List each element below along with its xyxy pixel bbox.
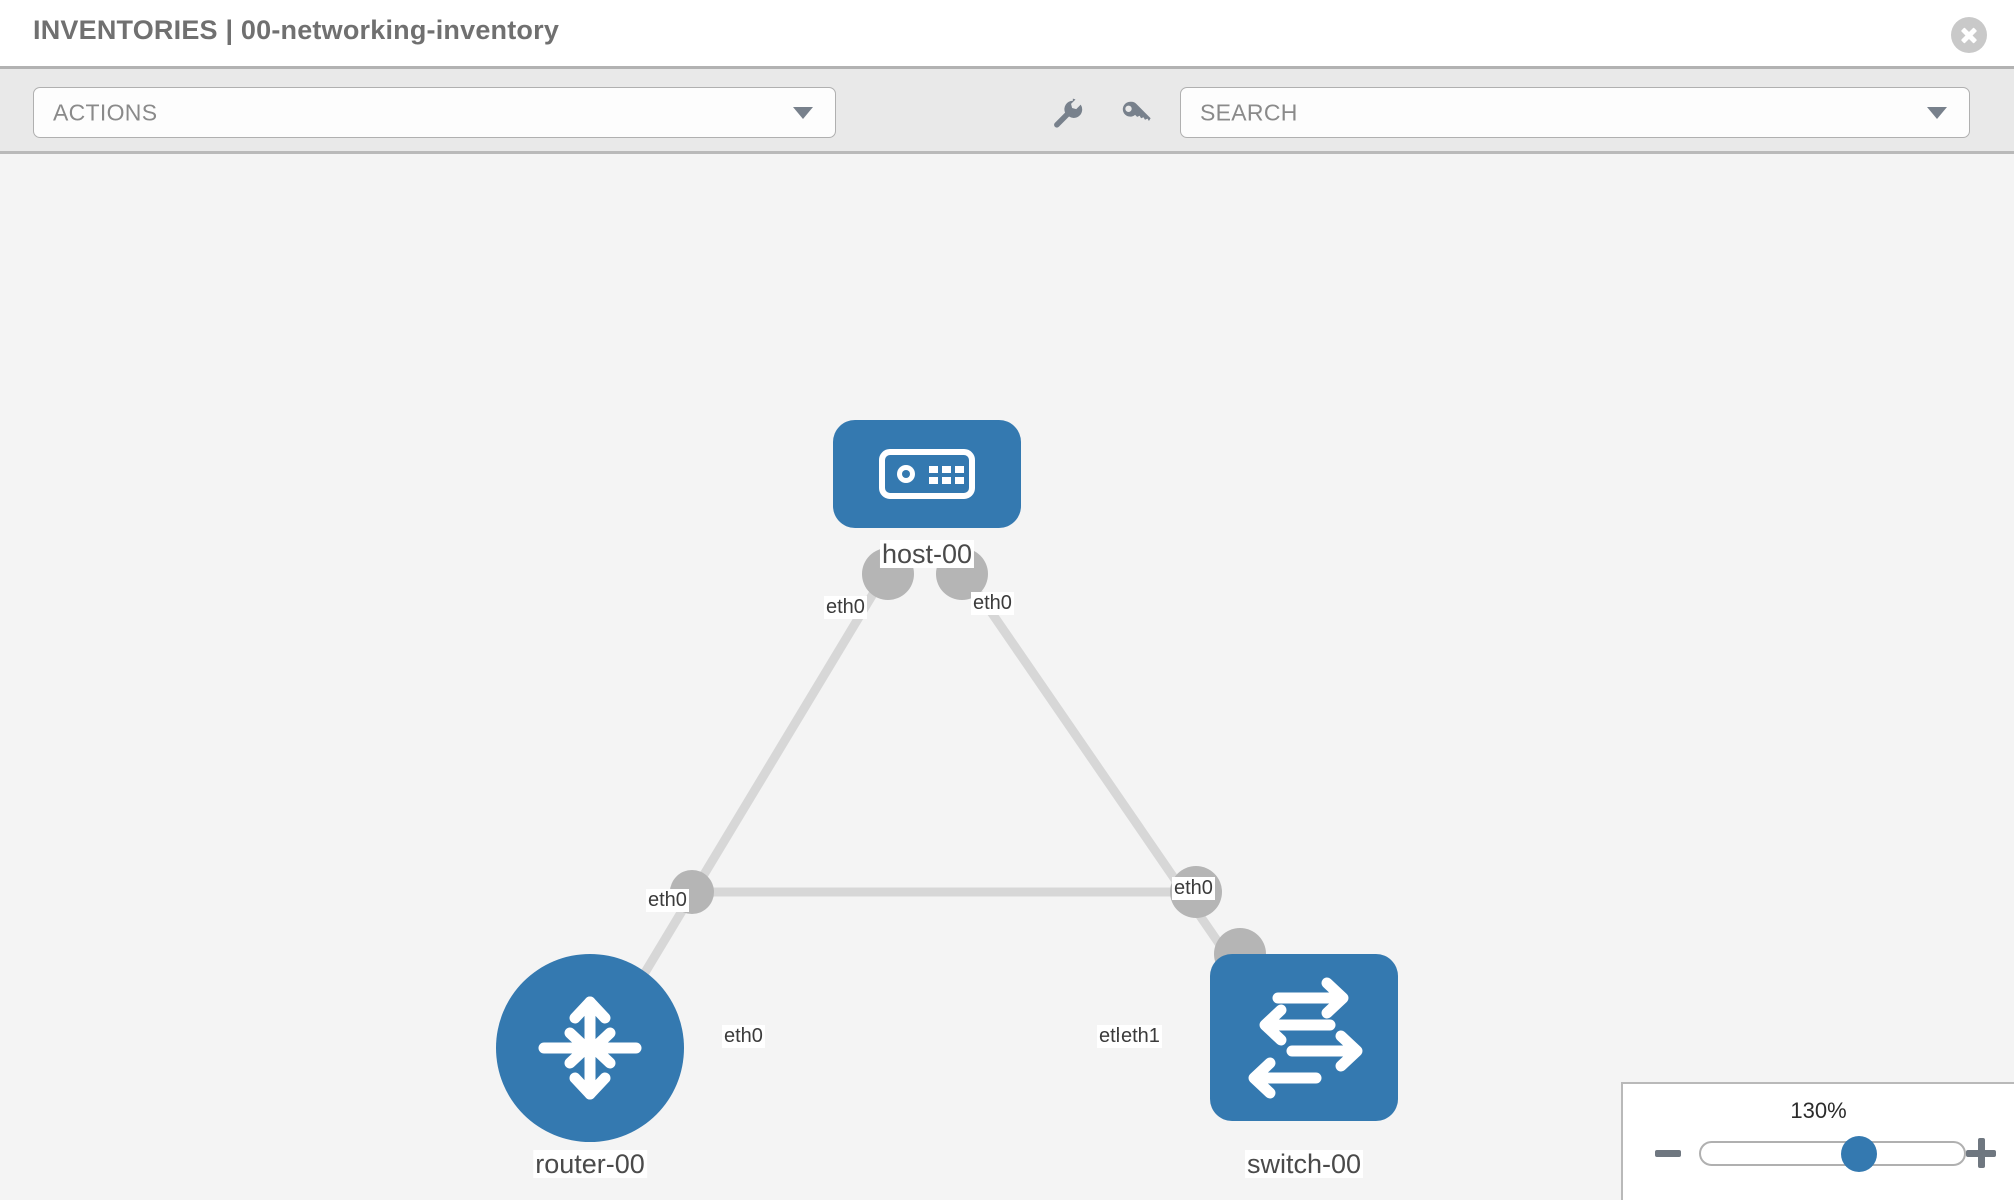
edge-label: eth0 <box>1172 877 1215 900</box>
page-header: INVENTORIES | 00-networking-inventory <box>0 0 2014 69</box>
edge-label: eth1 <box>1119 1025 1162 1048</box>
zoom-in-button[interactable] <box>1966 1138 1996 1168</box>
actions-dropdown[interactable]: ACTIONS <box>33 87 836 138</box>
page-title: INVENTORIES | 00-networking-inventory <box>33 15 560 45</box>
edge-label: eth0 <box>722 1025 765 1048</box>
node-router-00[interactable]: router-00 <box>496 954 684 1178</box>
router-node-shape[interactable] <box>496 954 684 1142</box>
node-host-00[interactable]: host-00 <box>833 420 1021 600</box>
node-switch-00[interactable]: switch-00 <box>1210 954 1398 1178</box>
topology-canvas[interactable]: host-00 router-00 <box>0 154 2014 1200</box>
topology-edges <box>616 548 1266 1017</box>
chevron-down-icon <box>1927 106 1947 119</box>
close-icon[interactable] <box>1951 17 1987 53</box>
edge-label: eth0 <box>646 889 689 912</box>
wrench-icon[interactable] <box>1050 97 1084 131</box>
switch-icon <box>1248 977 1363 1098</box>
edge-label: eth0 <box>824 596 867 619</box>
zoom-control-panel: 130% <box>1621 1082 2014 1200</box>
node-label-host-00: host-00 <box>879 539 975 569</box>
zoom-slider-handle[interactable] <box>1840 1135 1877 1172</box>
zoom-out-button[interactable] <box>1653 1138 1683 1168</box>
search-input[interactable]: SEARCH <box>1180 87 1970 138</box>
switch-node-shape[interactable] <box>1210 954 1398 1121</box>
host-node-shape[interactable] <box>833 420 1021 528</box>
node-label-router-00: router-00 <box>533 1149 647 1179</box>
zoom-level-value: 130% <box>1790 1098 1847 1123</box>
key-icon[interactable] <box>1118 97 1152 131</box>
node-label-switch-00: switch-00 <box>1244 1149 1364 1179</box>
search-placeholder: SEARCH <box>1200 99 1298 125</box>
actions-dropdown-label: ACTIONS <box>53 99 158 125</box>
toolbar: ACTIONS SEARCH <box>0 69 2014 154</box>
router-icon <box>538 996 642 1100</box>
server-icon <box>879 449 975 499</box>
zoom-slider[interactable] <box>1699 1135 1966 1172</box>
chevron-down-icon <box>793 106 813 119</box>
edge-label: eth0 <box>971 592 1014 615</box>
